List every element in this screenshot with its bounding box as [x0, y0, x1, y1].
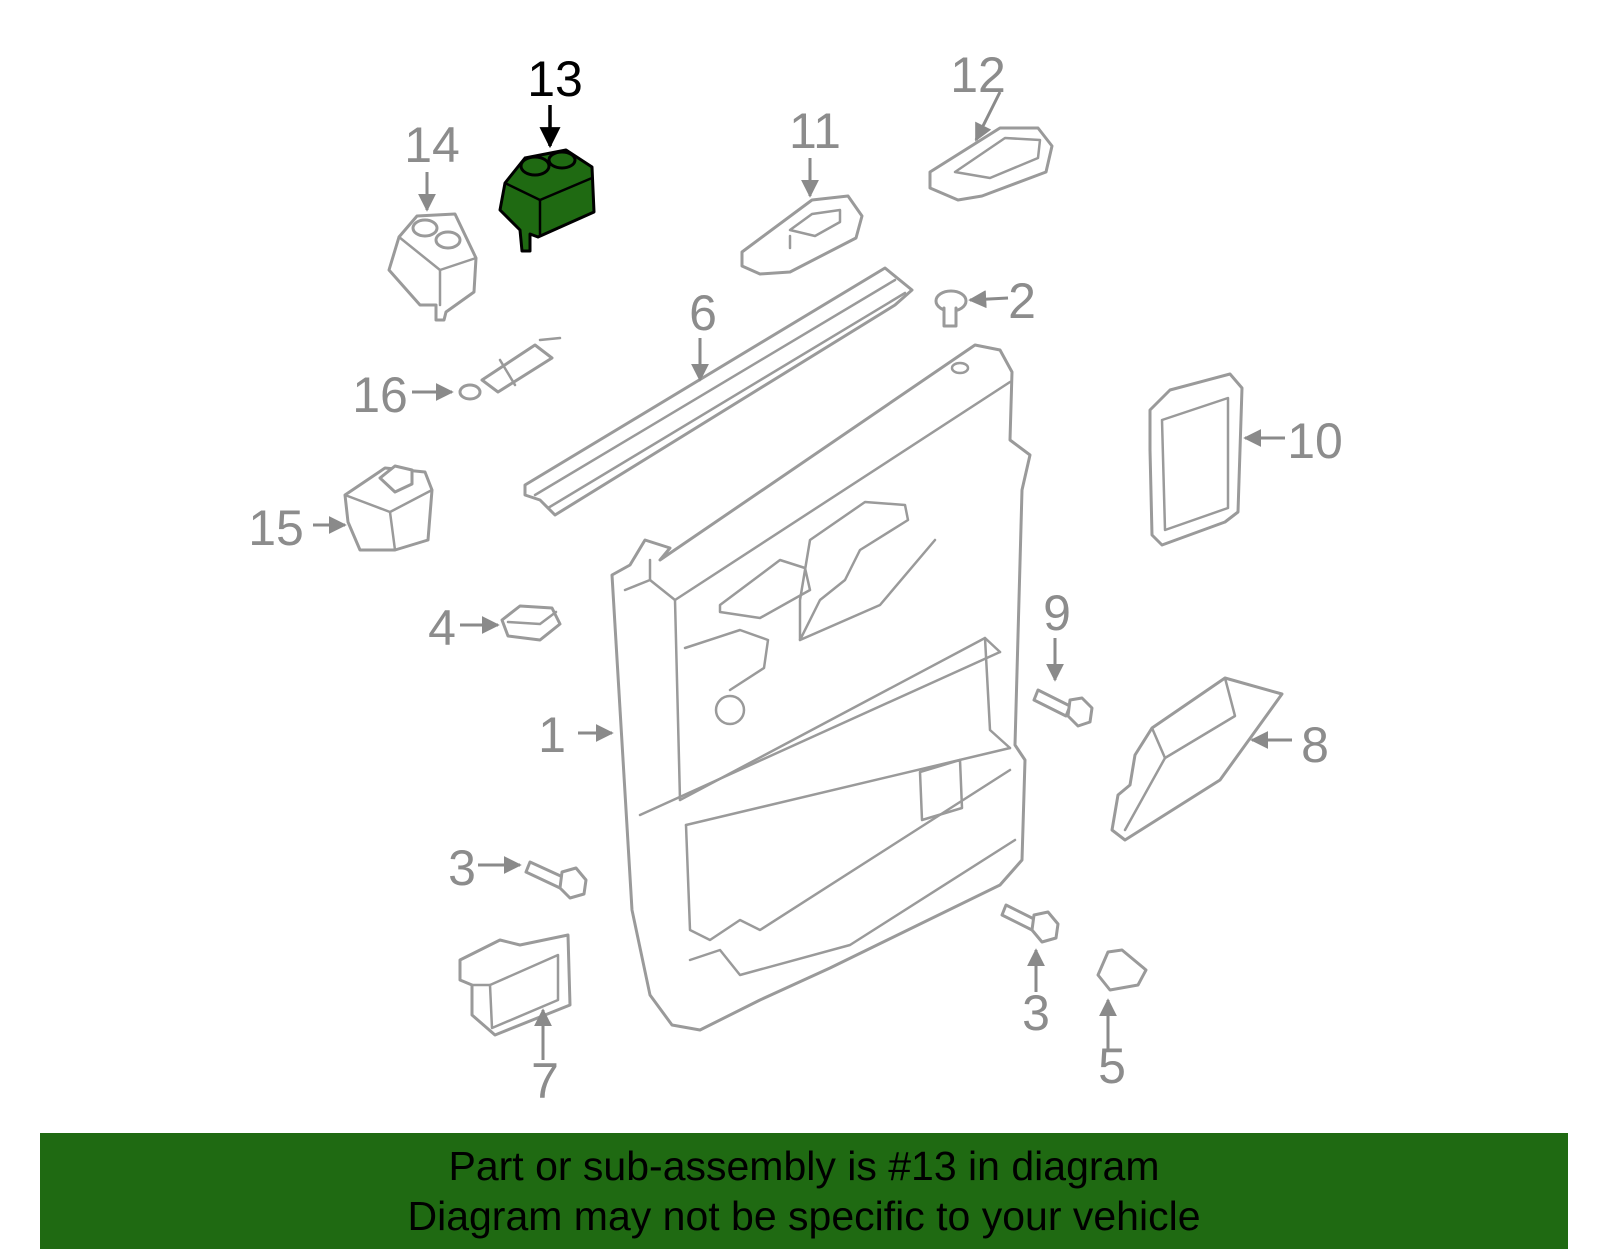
callout-3b: 3 — [1022, 985, 1050, 1041]
banner-line-2: Diagram may not be specific to your vehi… — [407, 1193, 1201, 1239]
part-12-switch-bezel — [928, 126, 1054, 202]
part-2-clip — [934, 289, 968, 328]
callout-4: 4 — [428, 600, 456, 656]
part-1-door-trim-panel — [610, 343, 1032, 1032]
part-6-weatherstrip — [523, 266, 914, 517]
part-11-switch-bezel — [740, 194, 864, 276]
part-16-push-pin — [458, 336, 562, 401]
part-10-trim-panel — [1148, 372, 1244, 547]
callout-1: 1 — [538, 707, 566, 763]
part-14-cup-holder — [387, 212, 478, 322]
callout-8: 8 — [1301, 717, 1329, 773]
leader-2 — [968, 290, 1009, 309]
callout-14: 14 — [404, 117, 460, 173]
part-13-cup-holder-highlighted[interactable] — [498, 148, 596, 253]
part-3-bolt-left — [524, 860, 588, 900]
part-9-bolt — [1032, 688, 1094, 728]
callout-3a: 3 — [448, 840, 476, 896]
callout-16: 16 — [352, 367, 408, 423]
part-8-pocket-trim — [1110, 676, 1284, 842]
part-5-cap — [1096, 948, 1148, 992]
banner-line-1: Part or sub-assembly is #13 in diagram — [448, 1143, 1160, 1189]
part-7-pull-cup — [458, 933, 572, 1037]
callout-15: 15 — [248, 500, 304, 556]
leader-12 — [974, 91, 1002, 142]
callout-12: 12 — [950, 47, 1006, 103]
part-4-clip — [500, 604, 562, 642]
disclaimer-banner: Part or sub-assembly is #13 in diagram D… — [40, 1133, 1568, 1249]
callout-5: 5 — [1098, 1038, 1126, 1094]
callout-7: 7 — [531, 1053, 559, 1109]
part-3-bolt-bottom — [1000, 903, 1060, 944]
callout-2: 2 — [1008, 273, 1036, 329]
callout-6: 6 — [689, 285, 717, 341]
callout-10: 10 — [1287, 413, 1343, 469]
callout-9: 9 — [1043, 585, 1071, 641]
part-15-switch — [343, 464, 434, 552]
callout-11: 11 — [789, 103, 841, 159]
callout-13: 13 — [527, 51, 583, 107]
